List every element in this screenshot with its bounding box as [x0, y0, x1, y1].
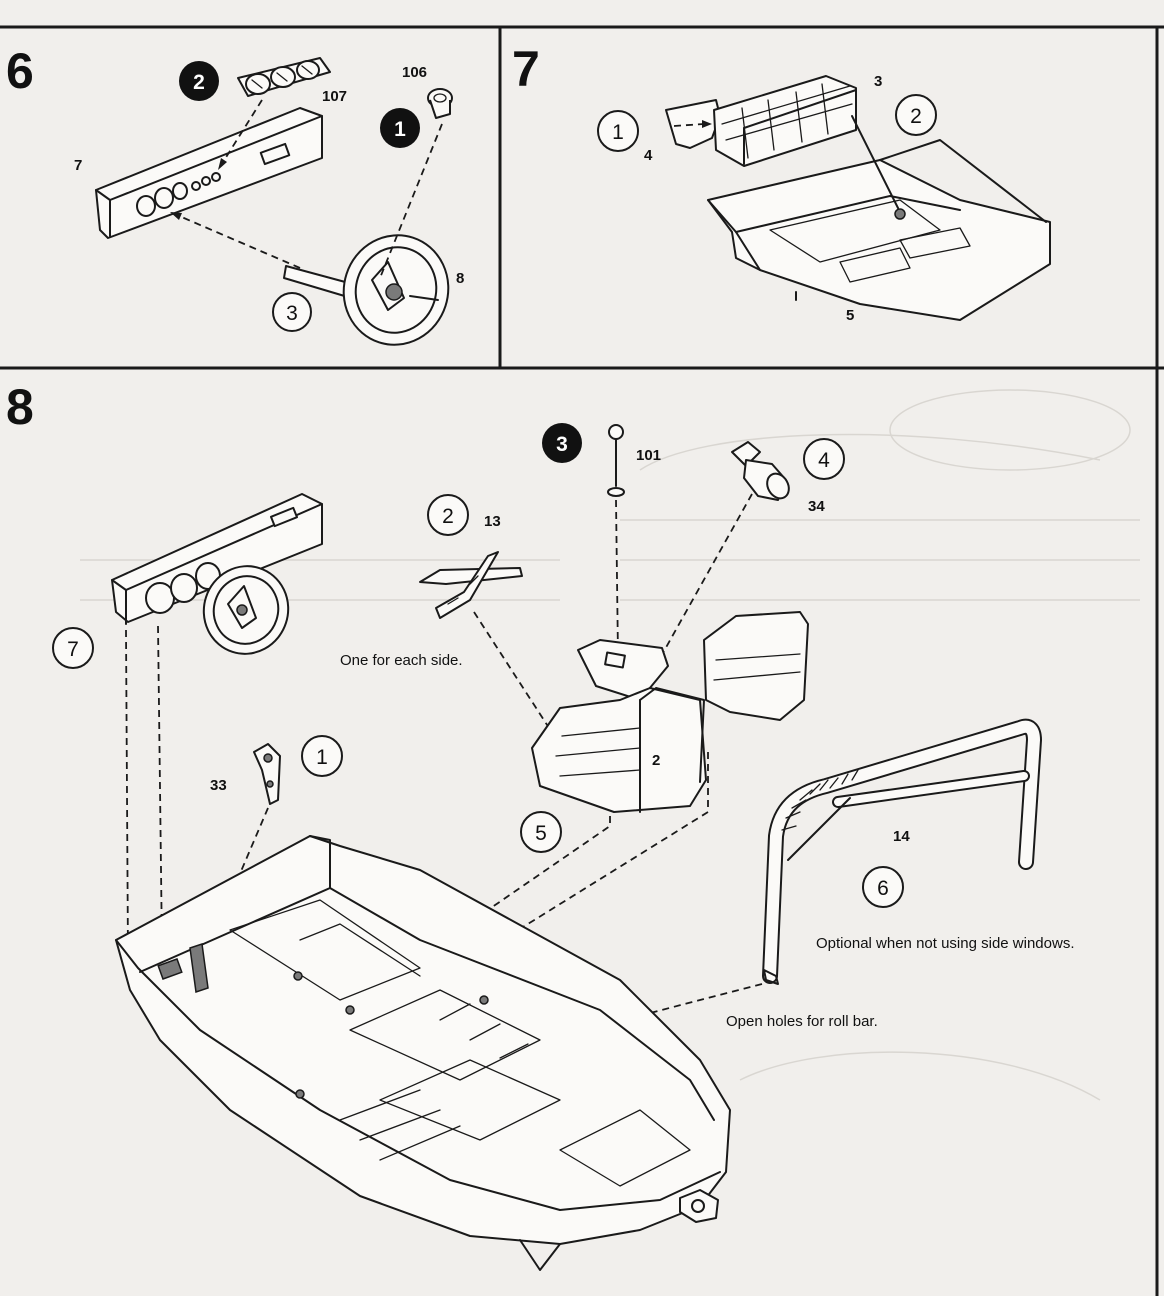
steering-wheel-part: [283, 234, 450, 346]
step-marker-6-1: 1: [380, 108, 420, 148]
arrow-bracket-to-cushion: [673, 123, 705, 127]
arrow-gauge-to-dash: [217, 99, 263, 171]
arrow-wheel-to-dash: [169, 211, 301, 269]
svg-text:3: 3: [556, 433, 568, 456]
ignition-part: [427, 88, 453, 119]
svg-text:4: 4: [818, 449, 830, 472]
arrow-dash-left: [125, 629, 129, 959]
seats-part: [531, 611, 809, 813]
svg-text:1: 1: [612, 121, 624, 144]
step-marker-8-5: 5: [520, 811, 562, 853]
panel-number-8: 8: [6, 379, 34, 435]
arrow-ignition-to-wheel: [379, 123, 443, 279]
step-marker-8-4: 4: [803, 438, 845, 480]
floor-pan-part: [707, 139, 1051, 321]
panel-8: 8 7 33: [6, 379, 1075, 1271]
part-label-33: 33: [210, 777, 227, 794]
svg-text:7: 7: [67, 638, 79, 661]
dash-wheel-assembly-part: [111, 493, 323, 655]
dashboard-part: [95, 107, 323, 239]
gauge-cluster-part: [237, 57, 331, 97]
shift-boot-part: [731, 441, 790, 501]
step-marker-6-3: 3: [272, 292, 312, 332]
part-label-13: 13: [484, 513, 501, 530]
step-marker-8-2: 2: [427, 494, 469, 536]
svg-text:2: 2: [910, 105, 922, 128]
part-label-14: 14: [893, 828, 910, 845]
svg-text:5: 5: [535, 822, 547, 845]
arrow-dash-right: [157, 625, 163, 951]
svg-text:1: 1: [394, 118, 406, 141]
step-marker-6-2: 2: [179, 61, 219, 101]
floor-tub-part: [115, 835, 731, 1271]
svg-text:2: 2: [442, 505, 454, 528]
holes-note: Open holes for roll bar.: [726, 1013, 878, 1030]
part-label-5: 5: [846, 307, 854, 324]
part-label-101: 101: [636, 447, 661, 464]
step-marker-8-3: 3: [542, 423, 582, 463]
part-label-34: 34: [808, 498, 825, 515]
panel-6: 6 107 106 7: [6, 43, 464, 346]
part-label-4: 4: [644, 147, 653, 164]
panel-number-7: 7: [512, 41, 540, 97]
svg-text:1: 1: [316, 746, 328, 769]
part-label-106: 106: [402, 64, 427, 81]
arrowhead: [218, 158, 227, 170]
arrowhead: [170, 212, 182, 220]
seat-cushion-part: [713, 75, 857, 167]
pedals-part: [253, 743, 281, 805]
panel-number-6: 6: [6, 43, 34, 99]
part-label-107: 107: [322, 88, 347, 105]
console-bracket-part: [665, 99, 721, 149]
step-marker-7-2: 2: [895, 94, 937, 136]
seatbelt-part: [419, 551, 523, 619]
arrow-shifter-to-console: [615, 499, 619, 657]
shifter-part: [607, 424, 625, 497]
panel-frames: [0, 25, 1164, 1296]
arrowhead: [702, 120, 712, 128]
arrow-cushion-to-pan: [851, 115, 899, 209]
part-label-3: 3: [874, 73, 882, 90]
part-label-8: 8: [456, 270, 464, 287]
roll-bar-part: [762, 718, 1042, 985]
step-marker-8-1: 1: [301, 735, 343, 777]
panel-7: 7 4 3 5: [512, 41, 1051, 324]
step-marker-7-1: 1: [597, 110, 639, 152]
svg-text:6: 6: [877, 877, 889, 900]
step-marker-8-7: 7: [52, 627, 94, 669]
rollbar-note: Optional when not using side windows.: [816, 935, 1075, 952]
part-label-7-dash: 7: [74, 157, 82, 174]
arrow-seats-left: [359, 816, 611, 999]
svg-text:2: 2: [193, 71, 205, 94]
step-marker-8-6: 6: [862, 866, 904, 908]
arrow-boot-to-console: [649, 493, 753, 677]
seatbelt-note: One for each side.: [340, 652, 463, 669]
svg-text:3: 3: [286, 302, 298, 325]
part-label-2: 2: [652, 752, 660, 769]
